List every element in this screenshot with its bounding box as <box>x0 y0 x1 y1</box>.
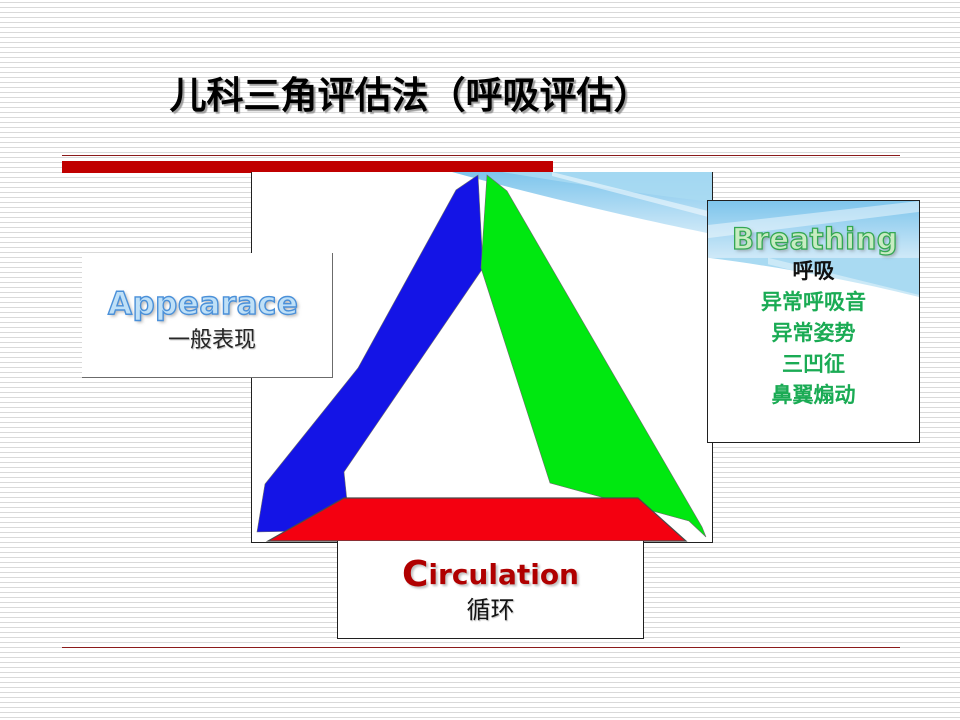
appearance-chinese-label: 一般表现 <box>168 328 257 353</box>
appearance-card: Appearace 一般表现 <box>82 253 333 378</box>
breathing-chinese-label: 呼吸 <box>792 259 835 283</box>
circulation-english-rest: irculation <box>428 558 579 591</box>
page-title: 儿科三角评估法（呼吸评估） <box>169 74 651 117</box>
breathing-symptom-item: 鼻翼煽动 <box>771 383 856 407</box>
breathing-card: Breathing 呼吸 异常呼吸音 异常姿势 三凹征 鼻翼煽动 <box>707 200 920 443</box>
circulation-card: Circulation 循环 <box>337 541 644 639</box>
appearance-english-label: Appearace <box>107 286 299 322</box>
breathing-symptom-item: 异常呼吸音 <box>761 290 866 314</box>
breathing-english-label: Breathing <box>731 222 898 256</box>
top-divider-rule <box>62 155 900 156</box>
breathing-symptom-item: 异常姿势 <box>771 321 856 345</box>
circulation-initial-cap: C <box>401 554 429 595</box>
bottom-divider-rule <box>62 647 900 648</box>
breathing-symptom-item: 三凹征 <box>782 352 845 376</box>
accent-red-bar <box>62 161 553 173</box>
circulation-chinese-label: 循环 <box>466 596 515 624</box>
circulation-english-label: Circulation <box>338 557 643 593</box>
